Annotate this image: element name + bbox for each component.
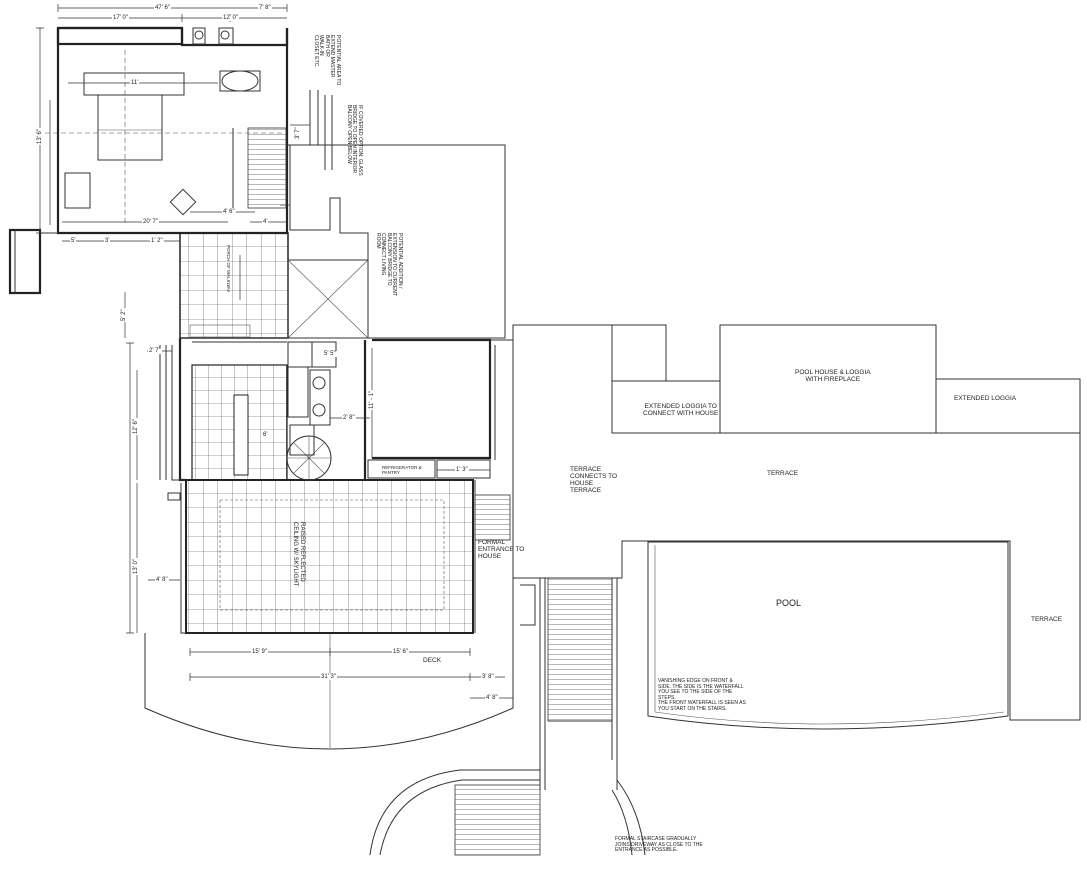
master-bedroom-walls (56, 26, 182, 235)
dim-6: 6' (262, 432, 269, 438)
dim-4-8b: 4' 8" (485, 695, 499, 701)
extended-loggia-house-label: EXTENDED LOGGIA TO CONNECT WITH HOUSE (643, 403, 719, 417)
dim-13-6: 13' 6" (37, 128, 43, 145)
ceiling-note-label: PORCH OF WALKWAY (226, 245, 231, 293)
dim-4-8: 4' 8" (155, 577, 169, 583)
dim-12-6: 12' 6" (133, 418, 139, 435)
pool-stairs (547, 577, 613, 722)
pool-label: POOL (776, 598, 802, 608)
bathtub (221, 70, 259, 92)
dim-room-width: 20' 7" (142, 219, 159, 225)
kitchen-island (233, 394, 249, 476)
formal-entrance-label: FORMAL ENTRANCE TO HOUSE (478, 539, 525, 560)
addition-label: POTENTIAL ADDITION / EXTENSION TO CURREN… (375, 233, 403, 296)
dim-5: 5' (70, 238, 77, 244)
pool-house-label: POOL HOUSE & LOGGIA WITH FIREPLACE (795, 369, 871, 383)
potential-area-label: POTENTIAL AREA TO EXTEND MASTER BATH OR … (313, 35, 341, 86)
dim-4-6: 4' 6" (222, 209, 236, 215)
dim-2-7: 2' 7" (148, 348, 162, 354)
dim-top-left: 17' 0" (112, 15, 129, 21)
dim-top-total: 47' 6" (154, 5, 171, 11)
dim-2-8: 2' 8" (342, 415, 356, 421)
dim-1: 1' 2" (150, 238, 164, 244)
refrigerator-label: REFRIGERATOR & PANTRY (382, 465, 422, 475)
terrace-right-label: TERRACE (1031, 616, 1063, 623)
dim-31-3: 31' 3" (320, 674, 337, 680)
driveway-stairs (454, 784, 541, 856)
terrace-connects-label: TERRACE CONNECTS TO HOUSE TERRACE (570, 466, 618, 494)
balcony (8, 228, 42, 295)
dim-11: 11' - 1" (369, 389, 375, 410)
living-tile-grid (185, 479, 474, 634)
dim-5-5: 5' 5" (323, 351, 337, 357)
dim-15-9: 15' 9" (251, 649, 268, 655)
deck-arc (144, 633, 514, 750)
dim-bed-width: 11' (130, 80, 140, 86)
dim-15-6: 15' 6" (392, 649, 409, 655)
dim-top-mid: 12' 0" (222, 15, 239, 21)
dim-3-8: 3' 8" (481, 674, 495, 680)
hall-tile-grid (179, 232, 289, 339)
dim-3-7: 3' 7" (295, 126, 301, 140)
deck-label: DECK (423, 657, 442, 664)
dim-13-0: 13' 0" (133, 558, 139, 575)
raised-ceiling-label: RAISED REFLECTED CEILING W/ SKYLIGHT (292, 522, 305, 587)
vanishing-edge-note: VANISHING EDGE ON FRONT & SIDE. THE SIDE… (658, 678, 746, 712)
loggia-small-box (611, 324, 667, 382)
dim-3: 3' (104, 238, 111, 244)
pool-area (647, 541, 1009, 730)
glass-box-label: IF COVERED OPTION: GLASS BRIDGE TO OPEN … (346, 105, 363, 176)
staircase-note: FORMAL STAIRCASE GRADUALLY JOINS DRIVEWA… (615, 836, 703, 853)
dim-5-2: 5' 2" (121, 308, 127, 322)
entrance-stairs (474, 494, 511, 541)
dim-1-3: 1' 3" (455, 467, 469, 473)
dim-top-right: 7' 8" (258, 5, 272, 11)
extended-loggia (935, 378, 1081, 434)
terrace-top-label: TERRACE (767, 470, 799, 477)
extended-loggia-label: EXTENDED LOGGIA (954, 395, 1017, 402)
dim-4: 4' (262, 219, 269, 225)
closet-stairs (247, 127, 287, 209)
